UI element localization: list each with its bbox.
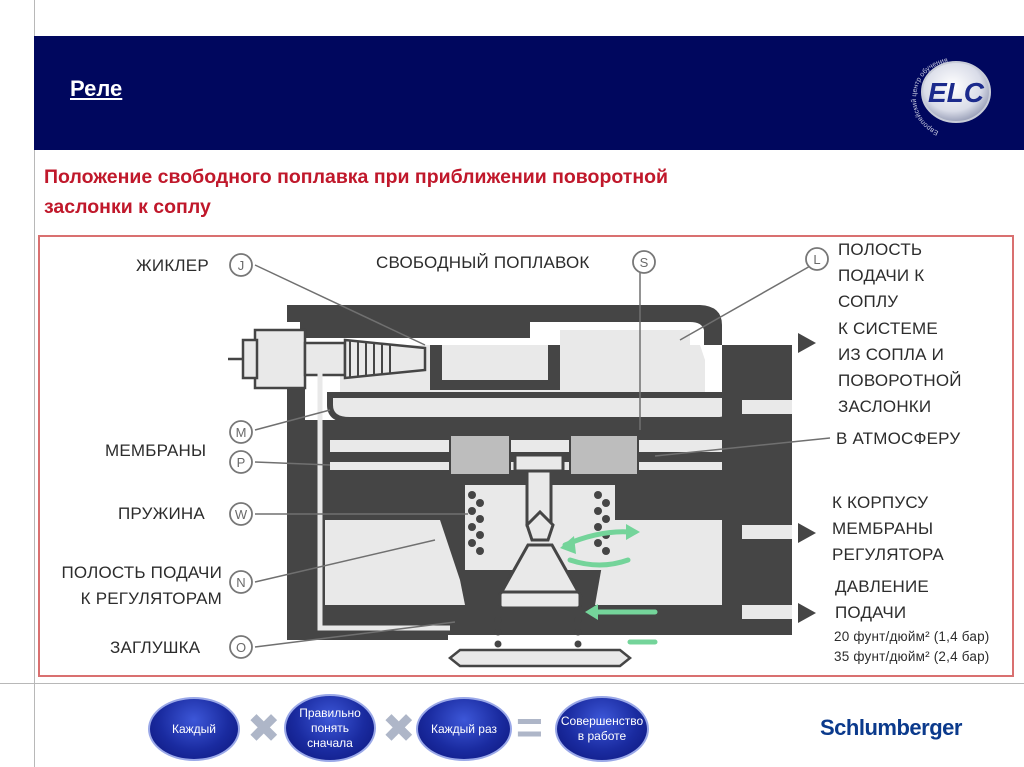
marker-P: P bbox=[237, 455, 246, 470]
label-supply-cavity: ПОЛОСТЬ ПОДАЧИ К РЕГУЛЯТОРАМ bbox=[42, 560, 222, 612]
label-nozzle-cavity-3: СОПЛУ bbox=[838, 292, 899, 311]
footer-multiply-icon-2: ✖ bbox=[382, 707, 416, 751]
label-to-system-4: ЗАСЛОНКИ bbox=[838, 397, 932, 416]
housing-top-cap-left bbox=[300, 322, 530, 338]
stem-nozzle bbox=[525, 509, 555, 542]
label-nozzle-cavity-2: ПОДАЧИ К bbox=[838, 266, 925, 285]
label-pressure-value-1: 20 фунт/дюйм² (1,4 бар) bbox=[834, 629, 990, 644]
supply-tube bbox=[310, 362, 450, 631]
label-to-system-3: ПОВОРОТНОЙ bbox=[838, 371, 962, 390]
marker-O: O bbox=[236, 640, 246, 655]
subtitle-line-1: Положение свободного поплавка при прибли… bbox=[44, 166, 669, 188]
slide-title: Реле bbox=[70, 76, 123, 101]
membrane-block-left bbox=[449, 434, 511, 476]
footer-pill-each: Каждый bbox=[148, 697, 240, 761]
schlumberger-logo: Schlumberger bbox=[820, 715, 962, 740]
housing-top bbox=[287, 305, 722, 345]
label-to-body-2: МЕМБРАНЫ bbox=[832, 519, 934, 538]
slide-subtitle: Положение свободного поплавка при прибли… bbox=[44, 162, 924, 222]
right-outlet-1 bbox=[742, 400, 792, 414]
right-outlet-3 bbox=[742, 605, 792, 619]
label-to-atmosphere: В АТМОСФЕРУ bbox=[836, 429, 961, 448]
float-membrane bbox=[327, 392, 738, 423]
spring-lower bbox=[494, 616, 582, 648]
elc-logo-text: ELC bbox=[928, 77, 985, 108]
stem-head bbox=[513, 453, 565, 473]
footer-pill-understand: Правильно понять сначала bbox=[284, 694, 376, 762]
membrane-plate-upper bbox=[330, 440, 722, 452]
marker-M: M bbox=[236, 425, 247, 440]
label-pressure-values: 20 фунт/дюйм² (1,4 бар) 35 фунт/дюйм² (2… bbox=[834, 627, 989, 667]
label-jet: ЖИКЛЕР bbox=[136, 256, 209, 275]
label-to-body: К КОРПУСУ МЕМБРАНЫ РЕГУЛЯТОРА bbox=[832, 490, 944, 568]
spring-left bbox=[468, 491, 484, 555]
label-to-system: К СИСТЕМЕ ИЗ СОПЛА И ПОВОРОТНОЙ ЗАСЛОНКИ bbox=[838, 316, 962, 420]
diagram-frame bbox=[38, 235, 1014, 677]
footer-pill2-line1: Правильно bbox=[299, 705, 361, 720]
subtitle-line-2: заслонки к соплу bbox=[44, 196, 211, 218]
marker-L: L bbox=[813, 252, 820, 267]
jet-thread bbox=[349, 340, 391, 378]
label-plug: ЗАГЛУШКА bbox=[110, 638, 201, 657]
footer-equals-icon: = bbox=[516, 701, 543, 753]
label-membranes: МЕМБРАНЫ bbox=[105, 441, 207, 460]
marker-circles bbox=[229, 247, 829, 659]
exhaust-arrows bbox=[798, 333, 816, 623]
upper-chamber-wall bbox=[430, 345, 560, 390]
label-supply-cavity-2: К РЕГУЛЯТОРАМ bbox=[80, 589, 222, 608]
marker-N: N bbox=[236, 575, 245, 590]
footer-pill-every-time: Каждый раз bbox=[416, 697, 512, 761]
label-to-system-1: К СИСТЕМЕ bbox=[838, 319, 938, 338]
left-guide-line bbox=[34, 0, 35, 767]
label-to-system-2: ИЗ СОПЛА И bbox=[838, 345, 944, 364]
membrane-block-right bbox=[569, 434, 639, 476]
label-free-float: СВОБОДНЫЙ ПОПЛАВОК bbox=[376, 253, 590, 272]
right-outlet-2 bbox=[742, 525, 792, 539]
label-pressure: ДАВЛЕНИЕ ПОДАЧИ bbox=[835, 574, 929, 626]
label-pressure-1: ДАВЛЕНИЕ bbox=[835, 577, 929, 596]
cavity-right bbox=[595, 520, 722, 605]
flow-arrowheads bbox=[560, 524, 640, 620]
cavity-left bbox=[325, 520, 465, 605]
housing-right bbox=[722, 345, 792, 635]
footer-pill4-line1: Совершенство bbox=[560, 714, 644, 728]
elc-logo: ELC Европейский центр обучения bbox=[910, 57, 991, 136]
leader-lines bbox=[254, 264, 831, 648]
label-to-body-1: К КОРПУСУ bbox=[832, 493, 929, 512]
header-bar: Реле ELC Европейский центр обучения bbox=[34, 36, 1024, 150]
label-spring: ПРУЖИНА bbox=[118, 504, 205, 523]
marker-J: J bbox=[238, 258, 245, 273]
footer-pill-excellence: Совершенство в работе bbox=[555, 696, 649, 762]
label-nozzle-cavity-1: ПОЛОСТЬ bbox=[838, 240, 923, 259]
footer-pill2-line3: сначала bbox=[307, 735, 353, 750]
valve-seat bbox=[498, 590, 582, 610]
label-to-body-3: РЕГУЛЯТОРА bbox=[832, 545, 944, 564]
bottom-guide-line bbox=[0, 683, 1024, 684]
footer-multiply-icon-1: ✖ bbox=[247, 707, 281, 751]
label-pressure-2: ПОДАЧИ bbox=[835, 603, 907, 622]
marker-S: S bbox=[640, 255, 649, 270]
label-nozzle-cavity: ПОЛОСТЬ ПОДАЧИ К СОПЛУ bbox=[838, 237, 924, 315]
label-pressure-value-2: 35 фунт/дюйм² (2,4 бар) bbox=[834, 649, 990, 664]
marker-W: W bbox=[235, 507, 248, 522]
footer-pill4-line2: в работе bbox=[577, 729, 627, 743]
footer-pill2-line2: понять bbox=[310, 720, 350, 735]
flow-arrows bbox=[562, 529, 658, 645]
label-supply-cavity-1: ПОЛОСТЬ ПОДАЧИ bbox=[61, 563, 222, 582]
bottom-plug bbox=[447, 648, 633, 668]
